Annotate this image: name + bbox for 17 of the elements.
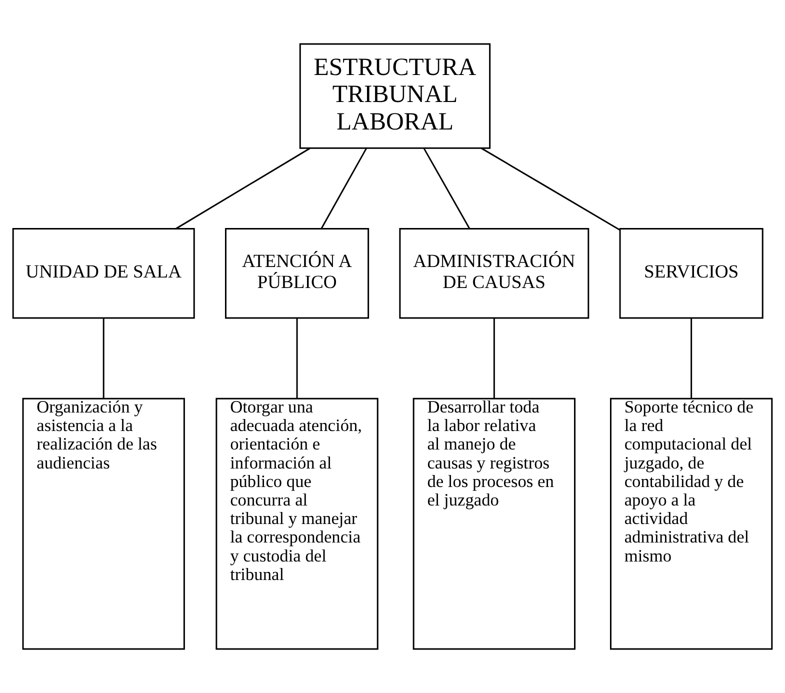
node-box: SERVICIOS [619,228,764,319]
connector [296,318,298,398]
node-box: ATENCIÓN A PÚBLICO [224,228,370,319]
node-box: Soporte técnico de la red computacional del juzgado, de contabilidad y de apoyo a la actividad administrativa del mismo [610,398,773,650]
connector [493,318,495,398]
node-box: UNIDAD DE SALA [12,228,195,319]
connector [481,148,620,230]
node-box: Desarrollar toda la labor relativa al manejo de causas y registros de los procesos en el juzgado [412,398,576,650]
connector [690,318,692,398]
connector [102,318,104,398]
connector [320,148,368,229]
node-box: Otorgar una adecuada atención, orientación e información al público que concurra al tribunal y manejar la correspondencia y custodia del tribunal [216,398,378,650]
connector [423,148,470,229]
node-box: ESTRUCTURA TRIBUNAL LABORAL [299,43,491,149]
node-box: ADMINISTRACIÓN DE CAUSAS [399,228,590,319]
connector [176,148,310,230]
node-box: Organización y asistencia a la realización de las audiencias [22,398,185,650]
